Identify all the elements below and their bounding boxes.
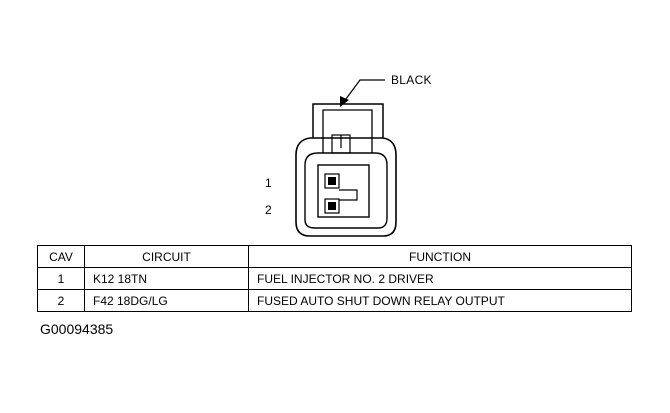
pin-function-table: CAV CIRCUIT FUNCTION 1 K12 18TN FUEL INJ… (37, 245, 632, 312)
pin-1-label: 1 (265, 176, 272, 190)
row-cav: 1 (37, 267, 85, 290)
row-cav: 2 (37, 289, 85, 312)
row-circuit: F42 18DG/LG (84, 289, 249, 312)
terminal-cavity (317, 164, 370, 218)
latch-detail (322, 109, 373, 153)
pin-1-contact (328, 177, 336, 185)
connector-color-label: BLACK (391, 73, 432, 87)
row-function: FUEL INJECTOR NO. 2 DRIVER (248, 267, 632, 290)
table-row: 2 F42 18DG/LG FUSED AUTO SHUT DOWN RELAY… (37, 289, 632, 312)
pin-2-contact (328, 202, 336, 210)
connector-latch (312, 103, 384, 138)
row-function: FUSED AUTO SHUT DOWN RELAY OUTPUT (248, 289, 632, 312)
connector-body-outer (295, 137, 397, 237)
header-circuit: CIRCUIT (84, 245, 249, 268)
connector-body-inner (304, 152, 388, 229)
pin-1-terminal (324, 173, 340, 189)
header-cav: CAV (37, 245, 85, 268)
figure-id: G00094385 (40, 321, 114, 337)
header-function: FUNCTION (248, 245, 632, 268)
pin-2-terminal (324, 198, 340, 214)
table-row: 1 K12 18TN FUEL INJECTOR NO. 2 DRIVER (37, 267, 632, 290)
pin-2-label: 2 (265, 203, 272, 217)
terminal-bracket (339, 189, 358, 201)
row-circuit: K12 18TN (84, 267, 249, 290)
table-header-row: CAV CIRCUIT FUNCTION (37, 245, 632, 268)
label-leader-line (342, 79, 385, 104)
